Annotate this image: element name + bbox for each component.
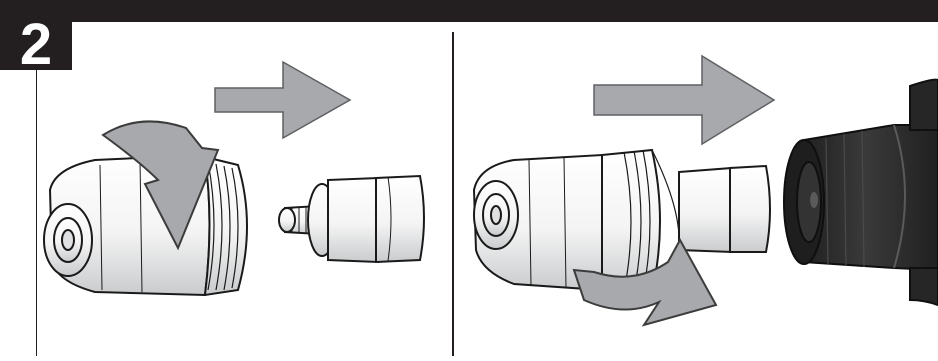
panel-divider [452, 32, 454, 356]
adapter-icon [278, 174, 425, 264]
chuck-assembly-icon [472, 148, 771, 294]
tool-head-icon [783, 78, 938, 307]
left-vertical-rule [36, 70, 37, 356]
straight-arrow-icon [214, 60, 352, 140]
drill-chuck-icon [43, 153, 248, 297]
right-illustration-panel [472, 54, 938, 327]
straight-arrow-icon [593, 54, 776, 146]
curved-arrow-icon [572, 237, 718, 327]
curved-arrow-icon [101, 120, 220, 251]
step-number-badge: 2 [0, 16, 72, 74]
header-bar [0, 0, 938, 22]
left-illustration-panel [43, 60, 425, 297]
